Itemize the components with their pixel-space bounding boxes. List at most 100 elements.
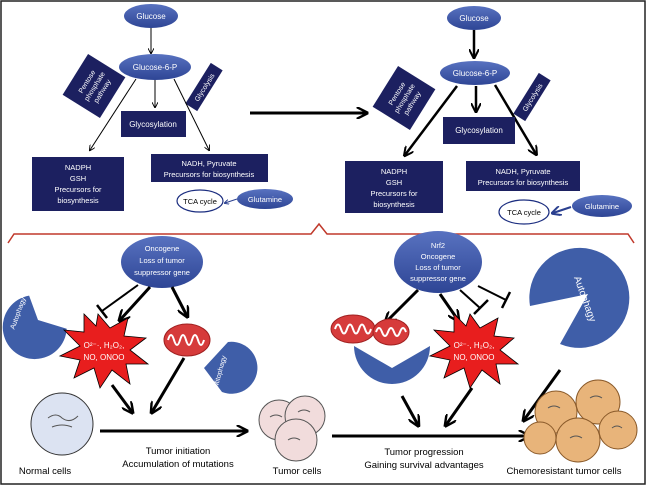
oncogene-line2: Loss of tumor [139,256,185,265]
nadph-line2: GSH [386,178,402,187]
nadph-line3: Precursors for [54,185,102,194]
oncogene-line3: Loss of tumor [415,263,461,272]
ppp-arrow [90,78,137,150]
nadh-line1: NADH, Pyruvate [495,167,550,176]
glycosylation-box [443,117,515,144]
autophagy-inhibit-line [477,285,507,301]
nadph-line4: biosynthesis [373,200,415,209]
chemoresistant-label: Chemoresistant tumor cells [506,466,621,477]
chemoresistant-cells [523,379,638,463]
glucose-label: Glucose [136,12,166,21]
mitophagy-shape [204,341,258,394]
glutamine-node [237,189,293,209]
glucose-label: Glucose [459,14,489,23]
glycosylation-label: Glycosylation [129,120,177,129]
autophagy-inhibit-bar [500,291,512,309]
glycolysis-arrow [493,84,536,154]
tumor-progression-line1: Tumor progression [384,447,463,458]
nadh-line2: Precursors for biosynthesis [164,170,255,179]
ros-to-initiation-arrow [110,384,132,412]
nadph-line4: biosynthesis [57,196,99,205]
oncogene-to-mito-arrow [170,286,187,316]
tca-label: TCA cycle [183,197,217,206]
normal-cells-label: Normal cells [19,466,72,477]
tca-node [498,199,550,225]
ros-starburst [428,313,520,389]
ppp-box: Pentose phosphate pathway [372,65,436,131]
ros-line1: O²⁻·, H₂O₂, [454,341,495,350]
bottom-left-panel: Oncogene Loss of tumor suppressor gene A… [2,236,258,412]
ppp-box: Pentose phosphate pathway [62,53,126,119]
mitochondrion-1 [330,314,376,344]
g6p-label: Glucose-6-P [133,63,177,72]
g6p-node [440,61,510,85]
mito-to-initiation-arrow [152,357,186,412]
oncogene-line2: Oncogene [421,252,456,261]
ros-line2: NO, ONOO [84,353,125,362]
tca-label: TCA cycle [507,208,541,217]
ros-inhibit-line [459,289,481,309]
ros-inhibit-bar [473,299,489,315]
mitochondrion [163,323,211,357]
ros-line2: NO, ONOO [454,353,495,362]
ppp-arrow [405,85,458,155]
mitophagy-to-progression-arrow [400,395,418,425]
glycolysis-box: Glycolysis [185,62,223,112]
glutamine-label: Glutamine [585,202,619,211]
glucose-node [447,6,501,30]
oncogene-to-ros-arrow [120,285,152,320]
glutamine-arrow [553,207,572,213]
oncogene-node [394,231,482,293]
glucose-node [124,4,178,28]
bottom-right-panel: Nrf2 Oncogene Loss of tumor suppressor g… [330,231,630,425]
g6p-node [119,54,191,80]
oncogene-line3: suppressor gene [134,268,190,277]
ros-line1: O²⁻·, H₂O₂, [84,341,125,350]
mitophagy-shape [354,346,430,384]
glycosylation-label: Glycosylation [455,126,503,135]
nadh-line2: Precursors for biosynthesis [478,178,569,187]
nadh-box [151,154,268,182]
glycolysis-box: Glycolysis [513,72,551,122]
autophagy-to-progression-arrow [524,369,562,420]
glycosylation-box [121,111,186,137]
glycolysis-arrow [173,78,209,150]
tca-node [176,189,224,213]
top-left-pathway: Glucose Glucose-6-P Pentose phosphate pa… [32,4,293,213]
glutamine-label: Glutamine [248,195,282,204]
autophagy-shape [2,295,67,359]
glutamine-node [572,195,632,217]
tumor-cells [258,395,326,462]
glutamine-arrow [225,198,238,203]
g6p-label: Glucose-6-P [453,69,497,78]
oncogene-line1: Nrf2 [431,241,445,250]
oncogene-node [121,236,203,288]
tumor-initiation-line2: Accumulation of mutations [122,459,234,470]
autophagy-shape [529,247,630,348]
ros-starburst [58,313,150,389]
nadph-box [345,161,443,213]
normal-cell [30,392,94,456]
red-brace [7,222,635,244]
mitochondrion-2 [372,318,410,346]
nadph-line1: NADPH [65,163,91,172]
nadph-line3: Precursors for [370,189,418,198]
nadh-line1: NADH, Pyruvate [181,159,236,168]
autophagy-inhibit-line [101,284,139,312]
nadph-box [32,157,124,211]
mitophagy-label: Mitophagy [374,383,411,392]
nadph-line1: NADPH [381,167,407,176]
top-right-pathway: Glucose Glucose-6-P Pentose phosphate pa… [345,6,632,225]
nadph-line2: GSH [70,174,86,183]
oncogene-line1: Oncogene [145,244,180,253]
tumor-initiation-line1: Tumor initiation [146,446,211,457]
oncogene-to-mito-arrow [386,288,420,322]
autophagy-inhibit-bar [96,304,108,319]
nadh-box [466,161,580,191]
tumor-progression-line2: Gaining survival advantages [364,460,484,471]
ros-to-progression-arrow [446,387,474,425]
oncogene-line4: suppressor gene [410,274,466,283]
